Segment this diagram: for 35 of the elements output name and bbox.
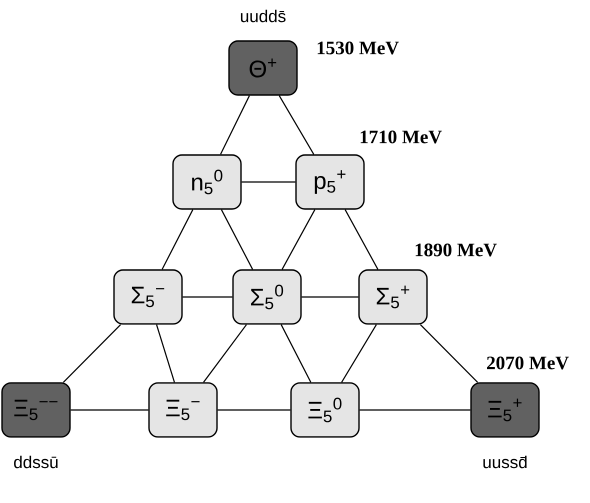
connector-line (341, 324, 377, 383)
particle-box: Ξ$_{5}$− (148, 382, 218, 438)
connector-line (203, 324, 247, 383)
connector-line (156, 324, 176, 382)
connector-line (344, 209, 378, 270)
connector-line (218, 409, 290, 411)
particle-box: p$_{5}$+ (295, 154, 365, 210)
mass-label: 2070 MeV (487, 356, 569, 370)
particle-box: Ξ$_{5}$−− (1, 382, 71, 438)
quark-content-label: uussd̄ (483, 456, 527, 468)
particle-box: Σ$_{5}$0 (232, 269, 302, 325)
connector-line (62, 324, 121, 383)
particle-box: Ξ$_{5}$0 (290, 382, 360, 438)
particle-box: Θ$^{+}$ (228, 40, 298, 96)
mass-label: 1530 MeV (318, 42, 399, 54)
connector-line (280, 324, 312, 383)
connector-line (182, 296, 232, 298)
connector-line (220, 209, 254, 270)
quark-content-label: ddssū (14, 456, 58, 468)
particle-box: Σ$_{5}$+ (358, 269, 428, 325)
connector-line (420, 324, 478, 383)
particle-box: Σ$_{5}$− (113, 269, 183, 325)
connector-line (220, 95, 250, 155)
mass-label: 1890 MeV (416, 244, 497, 256)
connector-line (242, 181, 296, 183)
connector-line (70, 409, 148, 411)
quark-content-label: uudds̄ (240, 10, 286, 22)
particle-box: Ξ$_{5}$+ (470, 382, 540, 438)
connector-line (282, 209, 316, 270)
connector-line (360, 409, 470, 411)
connector-line (162, 209, 194, 270)
mass-label: 1710 MeV (360, 130, 442, 144)
particle-box: n$_{5}$0 (172, 154, 242, 210)
connector-line (278, 95, 314, 155)
connector-line (302, 296, 358, 298)
